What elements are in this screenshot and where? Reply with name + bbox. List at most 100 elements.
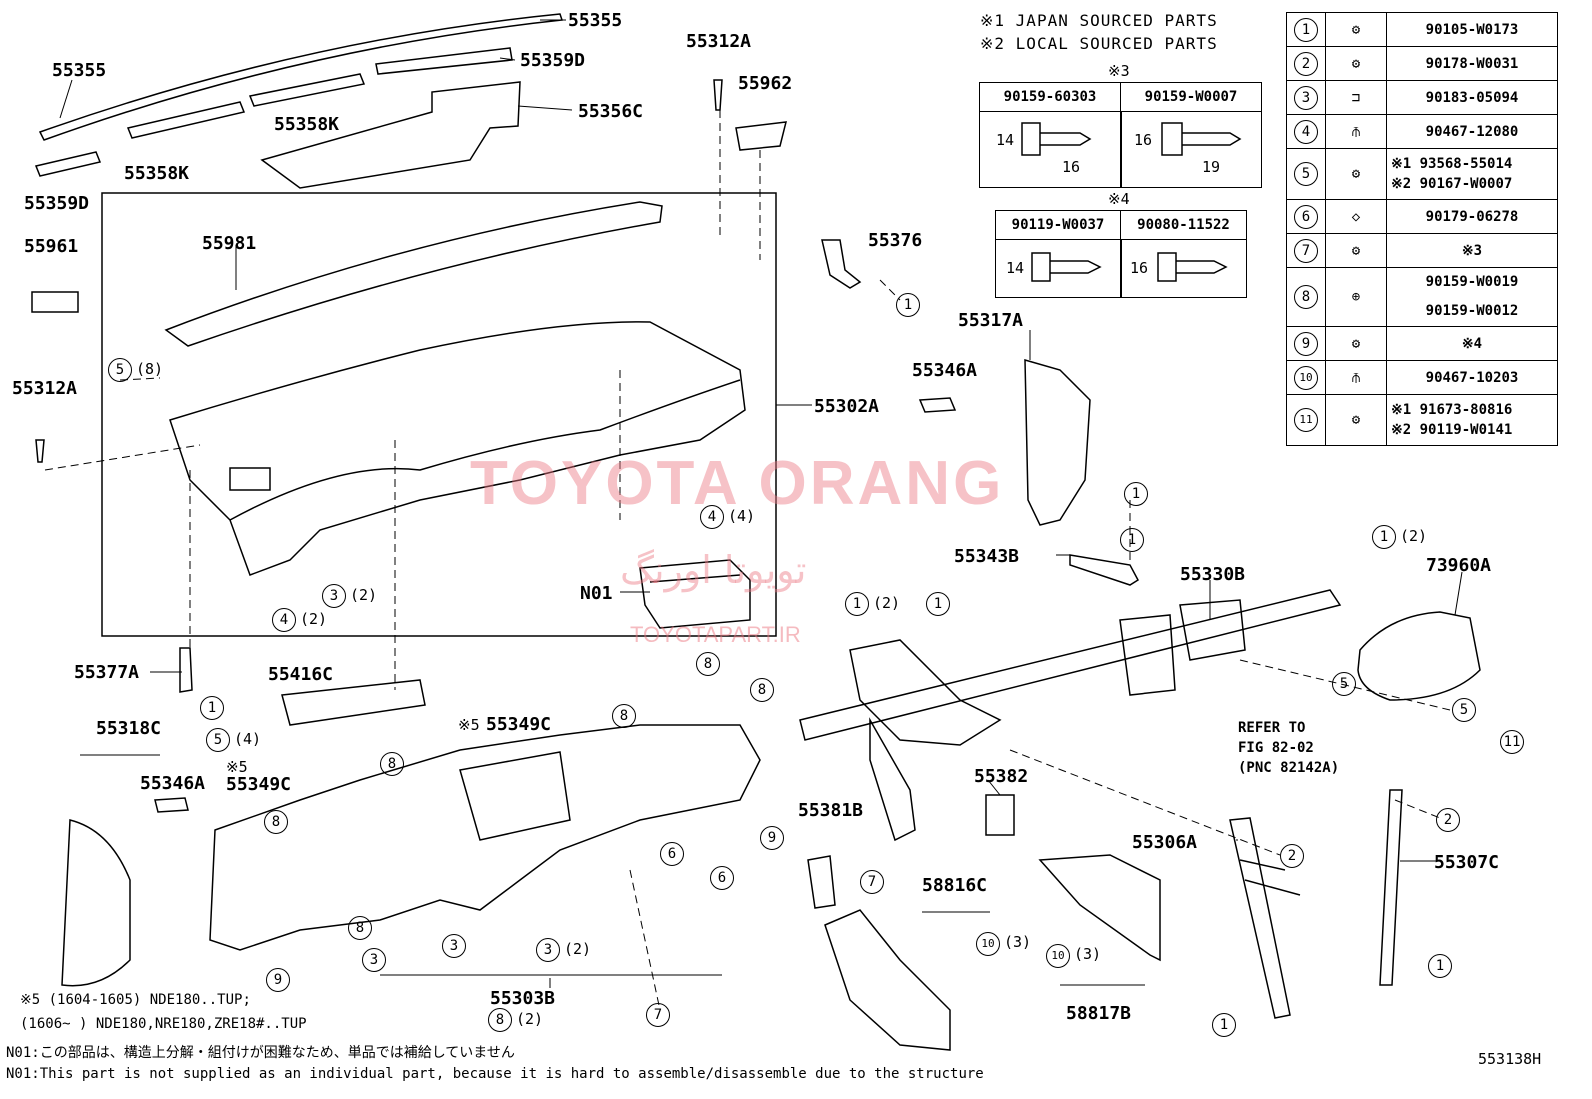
- dim4-b1: 16: [1130, 259, 1149, 277]
- label-55346a: 55346A: [140, 773, 206, 794]
- callout-1: 1: [1212, 1013, 1236, 1037]
- callout-8: 8: [612, 704, 636, 728]
- bolt-b-icon: [1161, 122, 1242, 156]
- nut-icon: ⚙: [1351, 55, 1361, 72]
- instrument-panel-55302a: [169, 321, 746, 576]
- callout-3: 3: [442, 934, 466, 958]
- upper-pad-55981: [164, 201, 663, 347]
- callout-8: 8: [264, 810, 288, 834]
- callout-1: 1: [1428, 954, 1452, 978]
- label-55376: 55376: [868, 230, 923, 251]
- callout-10: 10(3): [976, 932, 1031, 956]
- strip-55359d-a: [375, 47, 513, 75]
- mark-5: ※5: [226, 758, 248, 776]
- label-58816c: 58816C: [922, 875, 988, 896]
- label-55312a: 55312A: [12, 378, 78, 399]
- table-row: 7⚙※3: [1286, 233, 1558, 268]
- callout-9: 9: [760, 826, 784, 850]
- reinforcement-55303b: [209, 724, 761, 951]
- airbag-73960a: [1357, 611, 1481, 701]
- cover-55962: [735, 121, 787, 151]
- bracket-55377a: [179, 647, 193, 693]
- table-row: 1⚙90105-W0173: [1286, 12, 1558, 47]
- bolt-a-icon: [1021, 122, 1092, 156]
- label-58817b: 58817B: [1066, 1003, 1132, 1024]
- dim4-a1: 14: [1006, 259, 1025, 277]
- table-row: 3⊐90183-05094: [1286, 80, 1558, 115]
- subtable3-pn-b: 90159-W0007: [1121, 83, 1261, 112]
- subtable3-mark: ※3: [1108, 62, 1130, 80]
- side-cover-55318c: [61, 819, 131, 987]
- bolt-c-icon: [1031, 252, 1102, 282]
- sensor-55382: [985, 794, 1015, 836]
- clip-55346a-b: [154, 797, 189, 813]
- lower-cover-58817b: [1038, 854, 1161, 962]
- label-55355: 55355: [52, 60, 107, 81]
- watermark-persian: تویوتا اورنگ: [620, 548, 807, 592]
- label-55330b: 55330B: [1180, 564, 1246, 585]
- strip-55358k-b: [248, 73, 366, 107]
- dim-b2: 19: [1202, 158, 1221, 176]
- callout-5: 5: [1332, 672, 1356, 696]
- callout-2: 2: [1436, 808, 1460, 832]
- callout-3: 3(2): [322, 584, 377, 608]
- callout-6: 6: [710, 866, 734, 890]
- legend-japan: ※1 JAPAN SOURCED PARTS: [980, 11, 1218, 30]
- subtable4-pn-b: 90080-11522: [1121, 211, 1246, 240]
- label-55382: 55382: [974, 766, 1029, 787]
- label-55377a: 55377A: [74, 662, 140, 683]
- footnote-5-cont: (1606~ ) NDE180,NRE180,ZRE18#..TUP: [20, 1016, 307, 1032]
- clip-55312a-b: [35, 439, 45, 463]
- table-row: 2⚙90178-W0031: [1286, 46, 1558, 81]
- dim-a2: 16: [1062, 158, 1081, 176]
- strip-55358k-a: [126, 101, 246, 139]
- reinforcement-tube-55330b: [799, 589, 1342, 741]
- callout-8: 8: [696, 652, 720, 676]
- dim-b1: 16: [1134, 131, 1153, 149]
- callout-5: 5: [1452, 698, 1476, 722]
- subtable4-mark: ※4: [1108, 190, 1130, 208]
- label-55346a: 55346A: [912, 360, 978, 381]
- side-cover-55317a: [1024, 358, 1091, 526]
- label-55307c: 55307C: [1434, 852, 1500, 873]
- subtable3: 90159-60303 90159-W0007 14 16 16 19: [979, 82, 1262, 188]
- label-55356c: 55356C: [578, 101, 644, 122]
- callout-6: 6: [660, 842, 684, 866]
- label-55355: 55355: [568, 10, 623, 31]
- callout-3: 3(2): [536, 938, 591, 962]
- molding-strip-55356c: [260, 81, 521, 189]
- figure-number: 553138H: [1478, 1050, 1542, 1068]
- label-55349c: 55349C: [486, 714, 552, 735]
- clip-55312a: [713, 79, 723, 111]
- panel-assembly-box: [101, 192, 777, 637]
- bolt-icon: ⚙: [1351, 335, 1361, 352]
- callout-10: 10(3): [1046, 944, 1101, 968]
- bracket-55306a: [1229, 817, 1291, 1019]
- watermark-text: TOYOTA ORANG: [470, 449, 1005, 518]
- label-55416c: 55416C: [268, 664, 334, 685]
- bolt-icon: ⚙: [1351, 412, 1361, 428]
- bolt-d-icon: [1157, 252, 1228, 282]
- footnote-n01-ja: N01:この部品は、構造上分解・組付けが困難なため、単品では補給していません: [6, 1045, 515, 1061]
- callout-1: 1: [1124, 482, 1148, 506]
- legend-local: ※2 LOCAL SOURCED PARTS: [980, 34, 1218, 53]
- callout-2: 2: [1280, 844, 1304, 868]
- callout-9: 9: [266, 968, 290, 992]
- callout-3: 3: [362, 948, 386, 972]
- bolt-icon: ⚙: [1351, 21, 1361, 38]
- mark-5: ※5: [458, 716, 480, 734]
- callout-7: 7: [860, 870, 884, 894]
- label-55981: 55981: [202, 233, 257, 254]
- bracket-55307c: [1379, 789, 1403, 986]
- bolt-icon: ⚙: [1351, 166, 1361, 182]
- dim-a1: 14: [996, 131, 1015, 149]
- refer-note: REFER TO FIG 82-02 (PNC 82142A): [1238, 720, 1340, 776]
- label-55306a: 55306A: [1132, 832, 1198, 853]
- callout-8: 8(2): [488, 1008, 543, 1032]
- label-73960a: 73960A: [1426, 555, 1492, 576]
- callout-1: 1: [200, 696, 224, 720]
- table-row: 5⚙※1 93568-55014※2 90167-W0007: [1286, 148, 1558, 200]
- clip-icon: ⊐: [1351, 89, 1361, 106]
- table-row: 10⫚90467-10203: [1286, 360, 1558, 395]
